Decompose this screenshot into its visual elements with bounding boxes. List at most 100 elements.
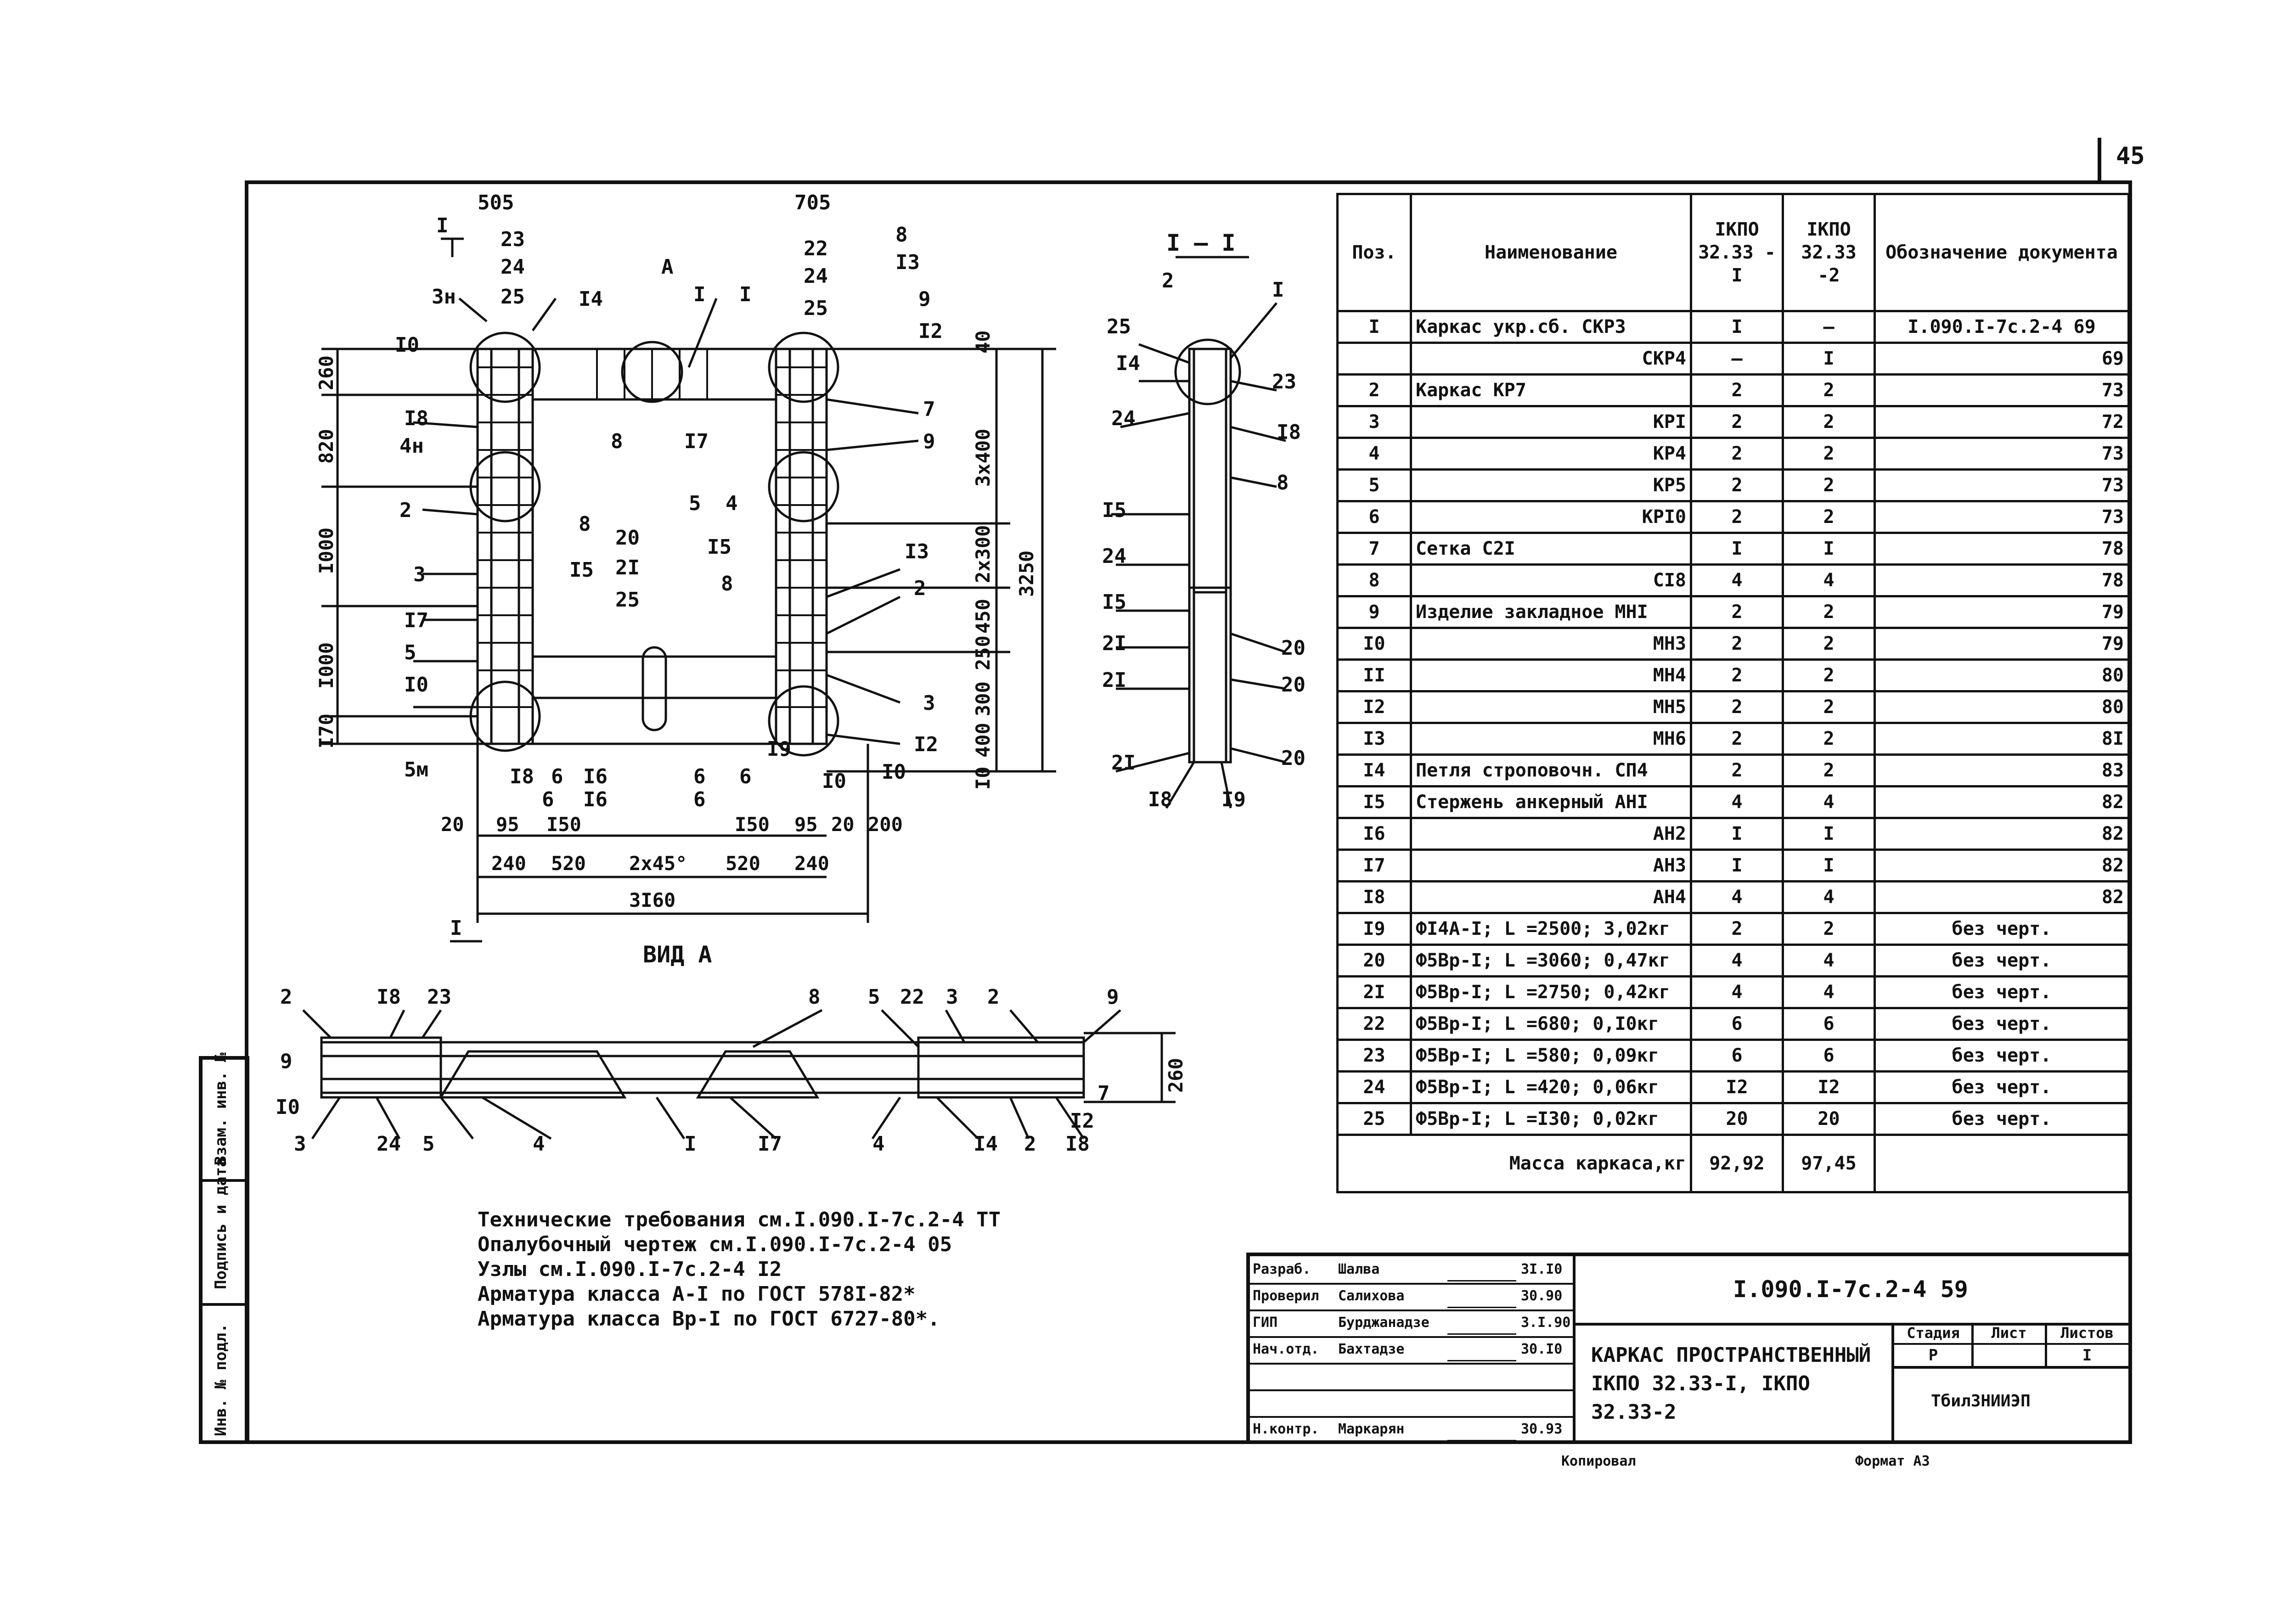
spec-qty-1: 2 (1690, 500, 1784, 534)
spec-pos: I4 (1336, 753, 1412, 787)
spec-qty-1: 4 (1690, 563, 1784, 597)
plan-label: 2 (400, 499, 412, 522)
plan-dim-overall-horizontal: 3I60 (629, 889, 676, 911)
tb-role: Проверил (1253, 1288, 1319, 1304)
plan-label: 5 (404, 641, 416, 664)
plan-label: 7 (923, 398, 935, 421)
plan-opening (531, 398, 777, 658)
view-a-label: 23 (427, 985, 451, 1009)
spec-qty-1: 2 (1690, 690, 1784, 724)
plan-label: I0 (395, 333, 419, 357)
plan-label: 8 (895, 223, 908, 247)
plan-label: 6 (542, 788, 554, 811)
organization: ТбилЗНИИЭП (1931, 1392, 2031, 1410)
document-name-line1: КАРКАС ПРОСТРАНСТВЕННЫЙ (1591, 1343, 1871, 1367)
spec-qty-2: 4 (1782, 785, 1876, 819)
plan-dim: 20 (441, 813, 464, 836)
plan-label: 25 (615, 588, 640, 612)
view-a-height-dim: 260 (1165, 1058, 1187, 1093)
section-label: 2 (1162, 269, 1174, 292)
section-marker: I (450, 916, 462, 940)
tb-signature (1447, 1312, 1516, 1335)
spec-qty-1: 2 (1690, 627, 1784, 661)
spec-qty-2: 2 (1782, 437, 1876, 471)
detail-circle (621, 341, 683, 403)
plan-label: 5 (689, 492, 701, 515)
plan-dim: 250 (972, 635, 994, 670)
spec-pos: I2 (1336, 690, 1412, 724)
note-line: Узлы см.I.090.I-7с.2-4 I2 (478, 1258, 782, 1281)
plan-label: I0 (404, 673, 428, 697)
section-label: 20 (1281, 673, 1306, 697)
footer-copied: Копировал (1561, 1453, 1636, 1469)
plan-label: 5м (404, 758, 428, 781)
spec-pos: 7 (1336, 532, 1412, 566)
plan-label: 24 (501, 255, 525, 279)
view-a-label: 8 (808, 985, 821, 1009)
plan-dim: 2х45° (629, 852, 687, 875)
spec-qty-1: 4 (1690, 785, 1784, 819)
spec-qty-2: 4 (1782, 563, 1876, 597)
plan-dim: 520 (726, 852, 760, 875)
stage-divider (2045, 1323, 2047, 1366)
spec-name: Изделие закладное МНI (1410, 595, 1692, 629)
spec-qty-2: 2 (1782, 753, 1876, 787)
section-label: 25 (1107, 315, 1131, 338)
plan-dim-505: 505 (478, 191, 514, 214)
plan-label: I0 (882, 760, 906, 784)
plan-label: 3 (413, 563, 426, 586)
spec-name: Ф5Вр-I; L =I30; 0,02кг (1410, 1102, 1692, 1136)
mass-label: Масса каркаса,кг (1336, 1134, 1692, 1193)
spec-qty-2: 2 (1782, 658, 1876, 692)
spec-doc: без черт. (1874, 1007, 2130, 1041)
tb-signature (1447, 1286, 1516, 1308)
plan-label: 23 (501, 228, 525, 251)
spec-pos: I5 (1336, 785, 1412, 819)
tb-person: Салихова (1338, 1288, 1405, 1304)
spec-name: Ф5Вр-I; L =420; 0,06кг (1410, 1070, 1692, 1104)
section-label: 24 (1102, 545, 1126, 568)
plan-label: I9 (767, 737, 791, 761)
plan-dim: 260 (315, 355, 338, 390)
spec-qty-1: I (1690, 817, 1784, 851)
spec-header-col1: IКПО 32.33 -I (1690, 193, 1784, 312)
spec-doc: 73 (1874, 437, 2130, 471)
drawing-frame (245, 180, 2132, 1444)
spec-qty-2: 2 (1782, 373, 1876, 407)
page-number-bar (2098, 138, 2101, 184)
section-label: 2I (1102, 669, 1126, 692)
spec-doc: 73 (1874, 468, 2130, 502)
spec-pos: I (1336, 310, 1412, 344)
tb-role: Нач.отд. (1253, 1341, 1319, 1357)
section-label: 2I (1111, 751, 1136, 775)
view-a-label: I8 (1065, 1132, 1090, 1156)
spec-name: Ф5Вр-I; L =3060; 0,47кг (1410, 944, 1692, 978)
spec-doc: 82 (1874, 785, 2130, 819)
plan-label: 6 (551, 765, 563, 788)
plan-label: 2 (914, 577, 926, 600)
spec-header-pos: Поз. (1336, 193, 1412, 312)
plan-label: 8 (721, 572, 733, 596)
spec-pos: 2I (1336, 975, 1412, 1009)
stage-block: Стадия Лист Листов Р I ТбилЗНИИЭП (1894, 1323, 2128, 1440)
spec-qty-1: I (1690, 849, 1784, 882)
spec-pos: I9 (1336, 912, 1412, 946)
detail-circle (469, 451, 541, 523)
plan-label: 9 (923, 430, 935, 453)
plan-label: I4 (579, 287, 603, 311)
spec-doc: 73 (1874, 373, 2130, 407)
spec-doc: без черт. (1874, 1102, 2130, 1136)
detail-circle (469, 332, 541, 403)
plan-dim: I000 (315, 642, 338, 689)
plan-label: 8 (611, 430, 623, 453)
spec-qty-2: 4 (1782, 880, 1876, 914)
plan-dim: 240 (794, 852, 829, 875)
section-label: 23 (1272, 370, 1296, 393)
section-label: I8 (1277, 421, 1301, 444)
